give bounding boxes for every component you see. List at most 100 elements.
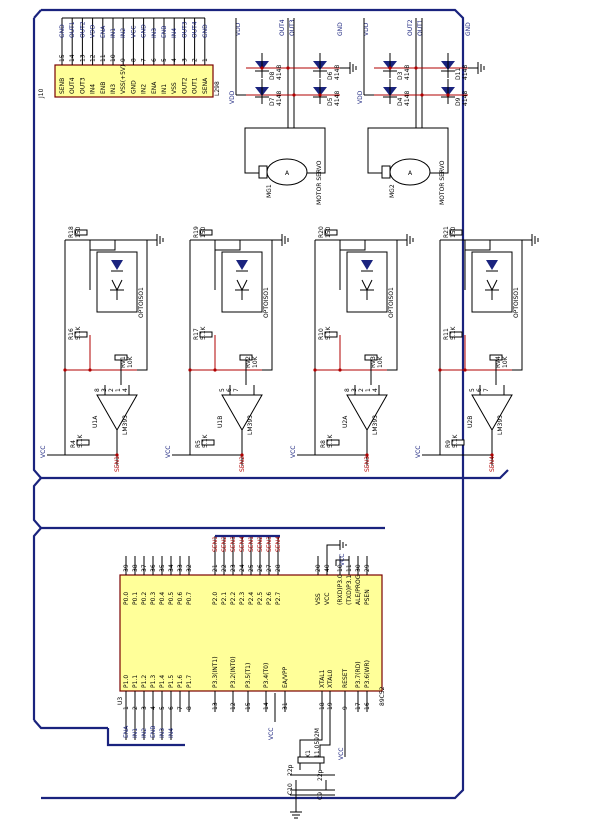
sensor-feed [214, 240, 241, 290]
diode-ref: D3 [397, 71, 404, 80]
comparator-part: LM393 [247, 415, 254, 435]
junction-dot [388, 66, 392, 70]
mcu-top-pin-number: 39 [123, 564, 130, 572]
opto-label: OPTOISO1 [513, 287, 520, 318]
resistor-top [449, 229, 463, 236]
junction-dot [313, 368, 317, 372]
junction-dot [240, 453, 244, 457]
connector-net-label: IN2 [120, 28, 127, 38]
mcu-driver-net: IN3 [159, 728, 166, 738]
pot-ref: RV3 [370, 356, 377, 368]
mcu-top-pin-name: P2.0 [212, 592, 219, 605]
comparator-pin-number: 7 [483, 388, 490, 392]
mcu-sensor-net: SEN2 [221, 536, 228, 552]
mcu-bottom-pin-number: 4 [150, 706, 157, 710]
mcu-sensor-net: SEN4 [275, 536, 282, 552]
diode-ref: D9 [455, 97, 462, 106]
diode-part: 4148 [334, 65, 341, 80]
resistor-bottom [76, 439, 90, 446]
connector-net-label: OUT3 [181, 21, 188, 38]
mcu-bottom-pin-number: 14 [263, 702, 270, 710]
resistor-mid-val: 5.1K [75, 325, 82, 340]
sensor-feed [339, 240, 366, 290]
mcu-top-pin-name: (TXD)P3.1 [346, 575, 353, 605]
connector-pin-name: SENA [202, 77, 209, 94]
comparator-pin-number: 1 [365, 388, 372, 392]
bridge-net-label: OUT4 [279, 19, 286, 36]
connector-pin-name: IN3 [110, 84, 117, 94]
resistor-bottom [451, 439, 465, 446]
mcu-top-pin-name: P0.4 [159, 592, 166, 605]
connector-net-label: ENA [100, 25, 107, 38]
mcu-bottom-pin-name: P1.5 [168, 675, 175, 688]
mcu-top-pin-name: P0.7 [186, 592, 193, 605]
junction-dot [88, 368, 92, 372]
mcu-top-pin-number: 35 [159, 564, 166, 572]
connector-pin-number: 8 [130, 58, 137, 62]
connector-pin-name: VSS [171, 82, 178, 94]
connector-pin-number: 4 [171, 58, 178, 62]
diode-ref: D5 [327, 97, 334, 106]
diode-part: 4148 [334, 91, 341, 106]
mcu-top-pin-name: P2.6 [266, 592, 273, 605]
comparator-wires [479, 385, 505, 466]
comparator-pin-number: 4 [122, 388, 129, 392]
ground-symbol [349, 62, 357, 74]
mcu-bottom-pin-number: 13 [212, 702, 219, 710]
mcu-top-pin-number: 27 [266, 564, 273, 572]
opto-label: OPTOISO1 [263, 287, 270, 318]
mcu-top-pin-name: P0.0 [123, 592, 130, 605]
resistor-mid-val: 5.1K [200, 325, 207, 340]
mcu-bottom-pin-name: P3.4(T0) [263, 663, 270, 688]
mcu-bottom-pin-name: XTAL1 [319, 669, 326, 688]
motor-label: MOTOR SERVO [439, 160, 446, 205]
motor-ref: MG1 [266, 184, 273, 198]
motor-terminal [258, 165, 268, 179]
crystal-freq: 11.0592M [314, 728, 321, 758]
sensor-vcc-label: VCC [40, 446, 47, 458]
cap-c10-val: 22p [287, 764, 294, 776]
comparator-wires [104, 385, 130, 466]
resistor-top-val: 150 [325, 226, 332, 238]
opto-led-icon [486, 260, 498, 270]
resistor-mid-ref: R17 [193, 328, 200, 340]
mcu-top-pin-number: 23 [230, 564, 237, 572]
mcu-bottom-pin-name: P1.3 [150, 675, 157, 688]
opto-label: OPTOISO1 [388, 287, 395, 318]
connector-pin-number: 7 [141, 58, 148, 62]
comparator-ref: U1A [92, 415, 99, 428]
mcu-body [119, 574, 383, 692]
l298-connector: 15SENB14OUT413OUT312IN411ENB10IN39VSS(+5… [38, 17, 221, 99]
comparator-ref: U1B [217, 416, 224, 428]
mcu-bottom-pin-number: 5 [159, 706, 166, 710]
mcu-bottom-pin-number: 6 [168, 706, 175, 710]
sensor-right-rail [262, 240, 273, 371]
mcu-top-pin-name: P0.6 [177, 592, 184, 605]
sensor-right-rail [512, 240, 523, 371]
ground-symbol [406, 234, 414, 246]
resistor-top [324, 229, 338, 236]
diode-part: 4148 [404, 91, 411, 106]
junction-dot [286, 66, 290, 70]
mcu-driver-net: IN1 [132, 728, 139, 738]
comparator-pin-number: 3 [101, 388, 108, 392]
connector-pin-number: 10 [110, 54, 117, 62]
bus-frame [32, 8, 509, 800]
ground-symbol [156, 234, 164, 246]
mcu-top-pin-number: 40 [324, 564, 331, 572]
mcu-bottom-pin-name: XTAL0 [327, 669, 334, 688]
resistor-bottom-ref: R5 [195, 440, 202, 448]
sensor-feed [464, 240, 491, 290]
mcu-top-pin-name: PSEN [364, 589, 371, 605]
connector-pin-name: OUT4 [69, 77, 76, 94]
mcu-sensor-net: SEN2 [257, 536, 264, 552]
resistor-mid [74, 331, 88, 338]
resistor-mid [199, 331, 213, 338]
resistor-top [74, 229, 88, 236]
resistor-mid-val: 5.1K [325, 325, 332, 340]
mcu-power: VCC VCC [268, 540, 349, 740]
junction-dot [115, 453, 119, 457]
sensor-red-rail [190, 335, 262, 371]
